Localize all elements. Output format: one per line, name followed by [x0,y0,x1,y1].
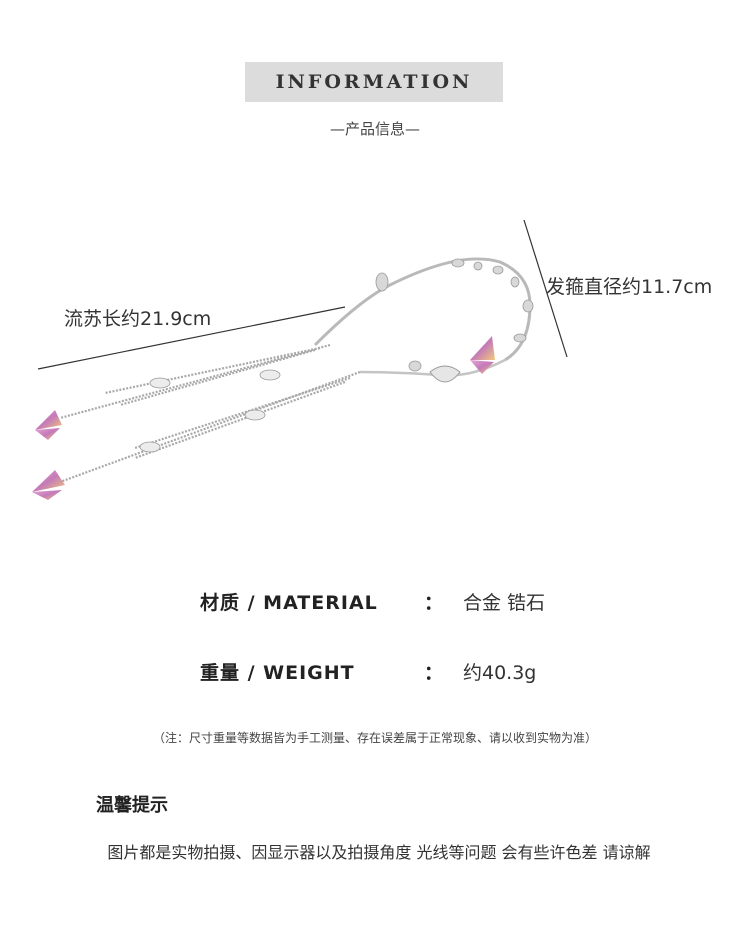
measurement-note: （注：尺寸重量等数据皆为手工测量、存在误差属于正常现象、请以收到实物为准） [152,731,597,745]
weight-label: 重量 / WEIGHT [200,662,355,684]
tips-title: 温馨提示 [96,795,168,816]
material-row: 材质 / MATERIAL ： 合金 锆石 [200,588,600,616]
product-info-subtitle: —产品信息— [329,120,420,138]
headband-arc [313,257,532,362]
information-header: INFORMATION [245,62,503,102]
tassel-measure-line [37,306,346,370]
tips-text: 图片都是实物拍摄、因显示器以及拍摄角度 光线等问题 会有些许色差 请谅解 [107,843,651,862]
tassel-length-label: 流苏长约21.9cm [64,308,212,330]
butterfly-charm-2 [32,470,65,500]
headband-product-image [32,219,568,500]
butterfly-charm-1 [35,410,62,440]
weight-row: 重量 / WEIGHT ： 约40.3g [200,658,600,686]
material-value: 合金 锆石 [463,592,546,614]
band-measure-line [523,219,568,358]
weight-value: 约40.3g [463,662,537,684]
butterfly-charm-3 [470,336,495,374]
material-label: 材质 / MATERIAL [200,592,378,614]
weight-colon: ： [424,662,444,684]
information-title: INFORMATION [275,71,473,93]
band-diameter-label: 发箍直径约11.7cm [546,276,713,298]
material-colon: ： [424,592,444,614]
